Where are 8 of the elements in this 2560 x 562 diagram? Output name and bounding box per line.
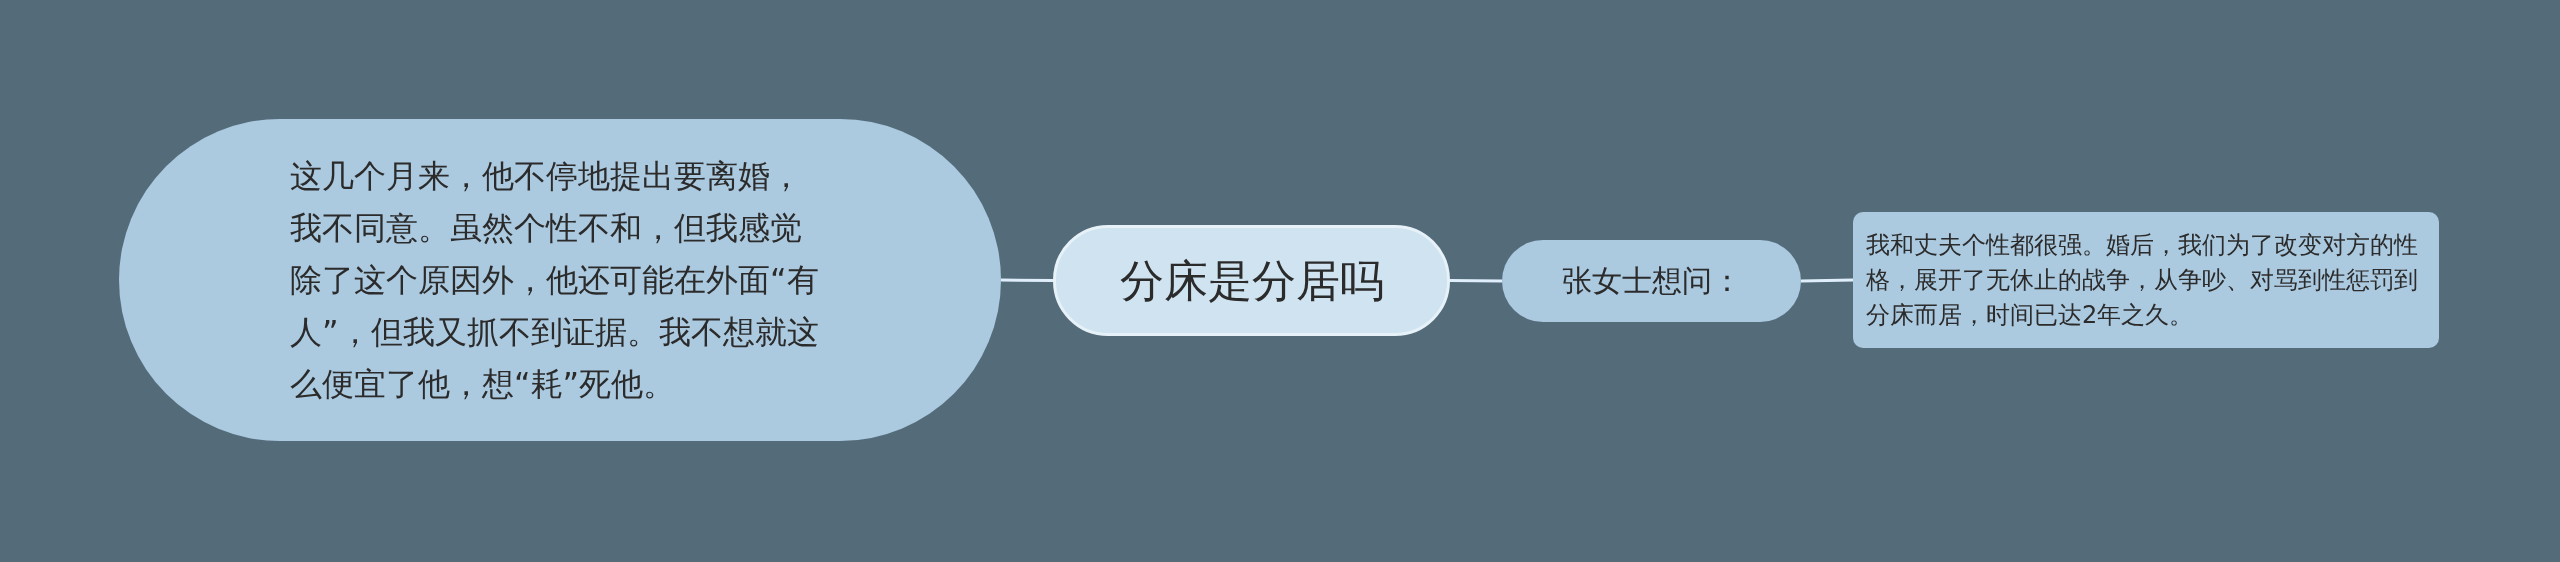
- note-box: [1853, 212, 2439, 348]
- connector-line: [1800, 278, 1854, 283]
- connector-line: [1450, 279, 1502, 283]
- note-text: 我和丈夫个性都很强。婚后，我们为了改变对方的性格，展开了无休止的战争，从争吵、对骂到性惩罚到分床而居，时间已达2年之久。: [1866, 229, 2419, 331]
- connector-line: [1001, 278, 1053, 282]
- central-topic-text: 分床是分居吗: [1119, 253, 1384, 308]
- subtopic-text: 张女士想问：: [1561, 262, 1742, 300]
- topic-text: 这几个月来，他不停地提出要离婚，我不同意。虽然个性不和，但我感觉除了这个原因外，他还可能在外面“有人”，但我又抓不到证据。我不想就这么便宜了他，想“耗”死他。: [290, 156, 820, 405]
